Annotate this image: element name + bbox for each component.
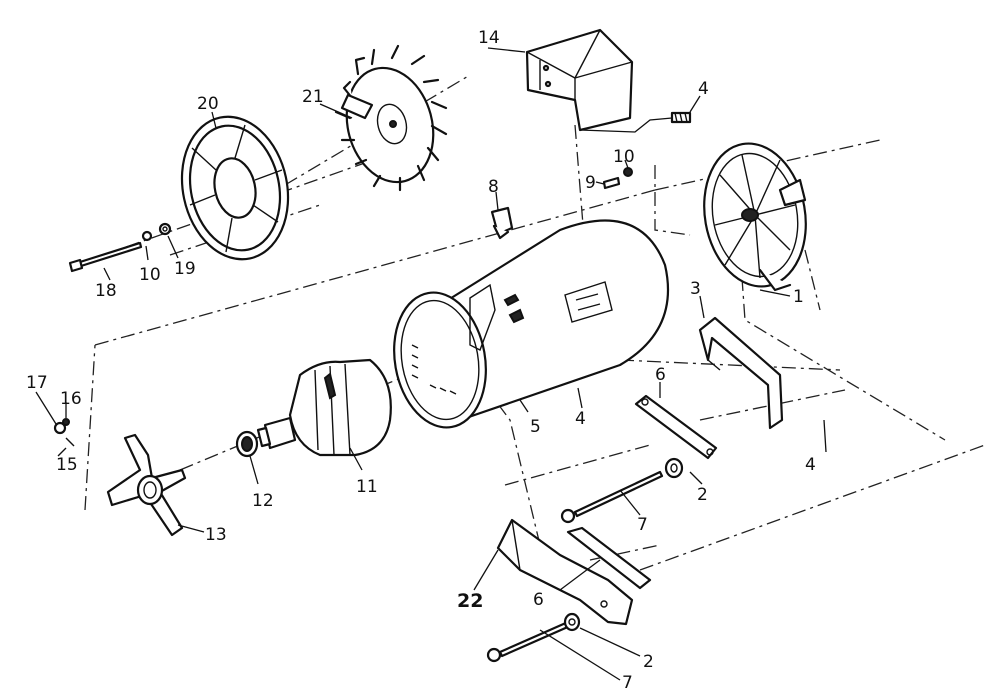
part-9-10-screw	[602, 167, 633, 190]
callout-11: 11	[356, 477, 378, 497]
callout-3: 3	[690, 279, 701, 299]
callout-21: 21	[302, 87, 324, 107]
part-13-star-wheel	[106, 433, 187, 537]
part-11-armature	[256, 358, 392, 457]
callout-1: 1	[793, 287, 804, 307]
callout-13: 13	[205, 525, 227, 545]
callout-4-right: 4	[805, 455, 816, 475]
callout-2-upper: 2	[697, 485, 708, 505]
callout-12: 12	[252, 491, 274, 511]
callout-5: 5	[530, 417, 541, 437]
part-7-upper-rod	[560, 470, 664, 524]
part-8-switch	[490, 206, 514, 240]
part-22-lower-bracket	[496, 518, 634, 626]
callout-9: 9	[585, 173, 596, 193]
callout-15: 15	[56, 455, 78, 475]
callout-2-lower: 2	[643, 652, 654, 672]
part-6-lower-link	[566, 526, 652, 590]
part-21-fan	[334, 44, 448, 192]
part-5-motor-frame	[393, 219, 670, 429]
leader-lines	[35, 47, 827, 681]
callout-7-lower: 7	[622, 673, 633, 689]
callout-16: 16	[60, 389, 82, 409]
part-12-bearing	[235, 430, 259, 458]
part-3-bracket	[698, 316, 784, 430]
callout-18: 18	[95, 281, 117, 301]
callout-17: 17	[26, 373, 48, 393]
callout-20: 20	[197, 94, 219, 114]
callout-4-top: 4	[698, 79, 709, 99]
part-18-bolt-and-washers	[68, 222, 172, 273]
part-6-upper-link	[634, 394, 718, 460]
callout-14: 14	[478, 28, 500, 48]
part-1-end-bell	[703, 142, 807, 292]
callout-6-lower: 6	[533, 590, 544, 610]
callout-10-left: 10	[139, 265, 161, 285]
callout-19: 19	[174, 259, 196, 279]
part-14-cover	[525, 28, 634, 132]
callout-4-mid: 4	[575, 409, 586, 429]
part-20-fan-guard	[180, 115, 290, 261]
part-2-upper-washer	[664, 457, 684, 479]
part-7-lower-rod	[486, 612, 581, 663]
part-4-screw-top	[579, 111, 692, 133]
callout-labels: 14 4 10 9 8 20 21 1 3 6 4 4 5 2 7 6 22 2…	[26, 28, 816, 689]
callout-7-upper: 7	[637, 515, 648, 535]
callout-22: 22	[457, 590, 483, 612]
callout-6-upper: 6	[655, 365, 666, 385]
callout-8: 8	[488, 177, 499, 197]
part-15-16-17-hardware	[53, 418, 75, 447]
callout-10-right: 10	[613, 147, 635, 167]
